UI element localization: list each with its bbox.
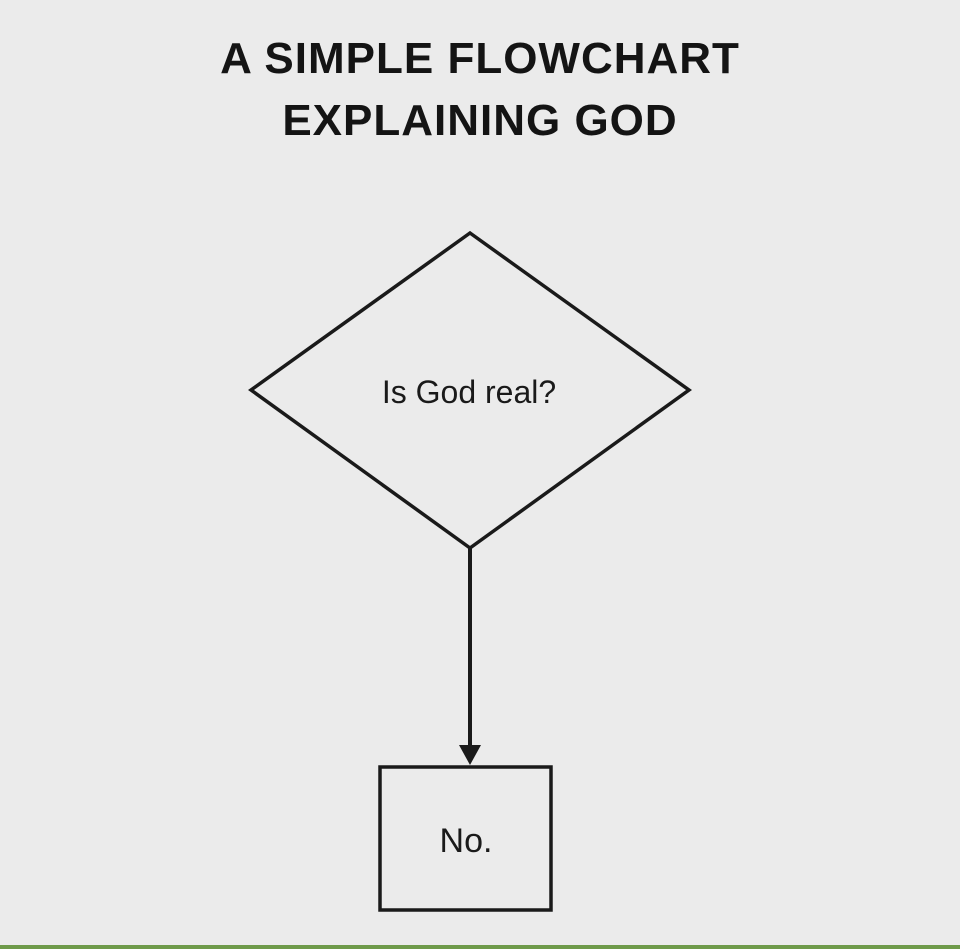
title-line-2: EXPLAINING GOD <box>282 96 678 145</box>
title-line-1: A SIMPLE FLOWCHART <box>220 34 740 83</box>
decision-label: Is God real? <box>382 374 556 410</box>
result-label: No. <box>440 822 493 860</box>
result-box <box>378 765 553 912</box>
bottom-border <box>0 945 960 949</box>
arrowhead-icon <box>459 745 481 765</box>
page-title: A SIMPLE FLOWCHART EXPLAINING GOD <box>0 28 960 152</box>
